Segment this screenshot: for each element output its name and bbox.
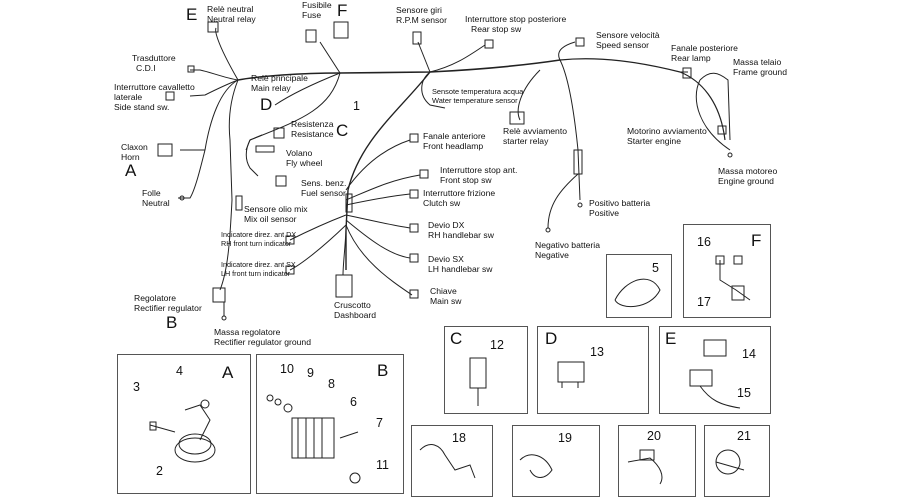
inset-box-b [256, 354, 404, 494]
inset-letter-f: F [751, 231, 762, 250]
inset-box-c [444, 326, 528, 414]
inset-letter-a: A [222, 363, 234, 382]
inset-box-a [117, 354, 251, 494]
number-18: 18 [452, 431, 466, 445]
inset-box-19 [512, 425, 600, 497]
number-2: 2 [156, 464, 163, 478]
number-14: 14 [742, 347, 756, 361]
number-6: 6 [350, 395, 357, 409]
label-sens-benz: Sens. benz.Fuel sensor [301, 178, 347, 198]
number-11: 11 [376, 458, 389, 472]
number-10: 10 [280, 362, 294, 376]
number-4: 4 [176, 364, 183, 378]
number-9: 9 [307, 366, 314, 380]
inset-letter-b: B [377, 361, 389, 380]
inset-box-21 [704, 425, 770, 497]
number-20: 20 [647, 429, 661, 443]
number-3: 3 [133, 380, 140, 394]
number-15: 15 [737, 386, 751, 400]
number-1: 1 [353, 99, 360, 113]
label-stop-ant: Interruttore stop ant.Front stop sw [440, 165, 518, 185]
letter-e: E [186, 5, 198, 24]
inset-letter-d: D [545, 329, 558, 348]
letter-d: D [260, 95, 273, 114]
number-13: 13 [590, 345, 604, 359]
number-12: 12 [490, 338, 504, 352]
inset-box-d [537, 326, 649, 414]
number-16: 16 [697, 235, 711, 249]
number-8: 8 [328, 377, 335, 391]
letter-c: C [336, 121, 349, 140]
number-7: 7 [376, 416, 383, 430]
inset-letter-e: E [665, 329, 677, 348]
inset-box-f [683, 224, 771, 318]
number-21: 21 [737, 429, 751, 443]
number-5: 5 [652, 261, 659, 275]
letter-b: B [166, 313, 178, 332]
inset-box-20 [618, 425, 696, 497]
letter-a: A [125, 161, 137, 180]
number-17: 17 [697, 295, 711, 309]
letter-f: F [337, 1, 348, 20]
inset-box-18 [411, 425, 493, 497]
number-19: 19 [558, 431, 572, 445]
inset-box-e [659, 326, 771, 414]
inset-letter-c: C [450, 329, 463, 348]
inset-box-5 [606, 254, 672, 318]
